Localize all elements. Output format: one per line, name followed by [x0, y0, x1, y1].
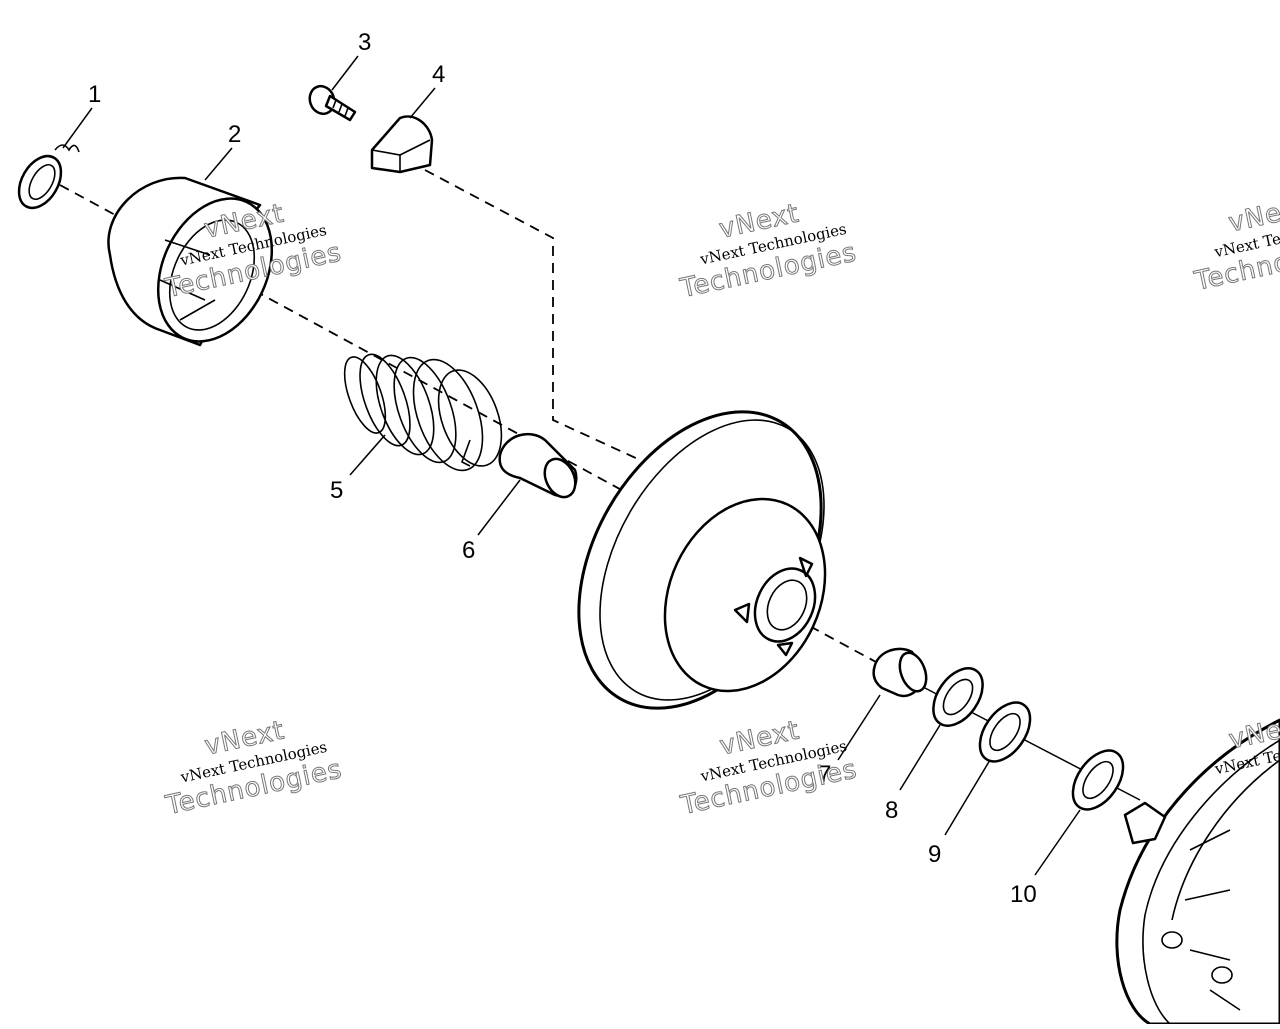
part-2-cam-cup	[107, 176, 274, 347]
part-3-screw	[308, 84, 357, 122]
callout-9: 9	[928, 841, 941, 868]
callout-10: 10	[1010, 881, 1037, 908]
watermark-bottom-center: vNext vNext Technologies Technologies	[677, 715, 860, 822]
driven-clutch-sheave	[577, 410, 827, 710]
part-7-small-bushing	[872, 647, 928, 698]
callout-4: 4	[432, 61, 445, 88]
callout-1: 1	[88, 81, 101, 108]
watermark-top-right: vNext vNext Technologies Technologies	[1191, 192, 1280, 298]
part-9-washer	[978, 701, 1032, 763]
callout-6: 6	[462, 537, 475, 564]
fixed-sheave	[1115, 718, 1280, 1026]
watermark-top-center: vNext vNext Technologies Technologies	[677, 198, 860, 305]
watermark-bottom-right: vNext vNext Technologies	[1212, 709, 1280, 779]
callout-2: 2	[228, 121, 241, 148]
part-8-washer	[932, 667, 984, 727]
callout-numbers: 1 2 3 4 5 6 7 8 9 10	[88, 29, 1037, 908]
callout-5: 5	[330, 477, 343, 504]
part-5-spring	[343, 353, 503, 472]
part-6-bushing	[498, 432, 578, 499]
callout-8: 8	[885, 797, 898, 824]
part-1-snap-ring	[17, 144, 80, 210]
callout-leaders	[62, 55, 1081, 876]
part-4-button	[370, 115, 434, 174]
callout-7: 7	[818, 761, 831, 788]
watermark-bottom-left: vNext vNext Technologies Technologies	[162, 715, 345, 822]
part-10-washer	[1071, 749, 1125, 811]
callout-3: 3	[358, 29, 371, 56]
